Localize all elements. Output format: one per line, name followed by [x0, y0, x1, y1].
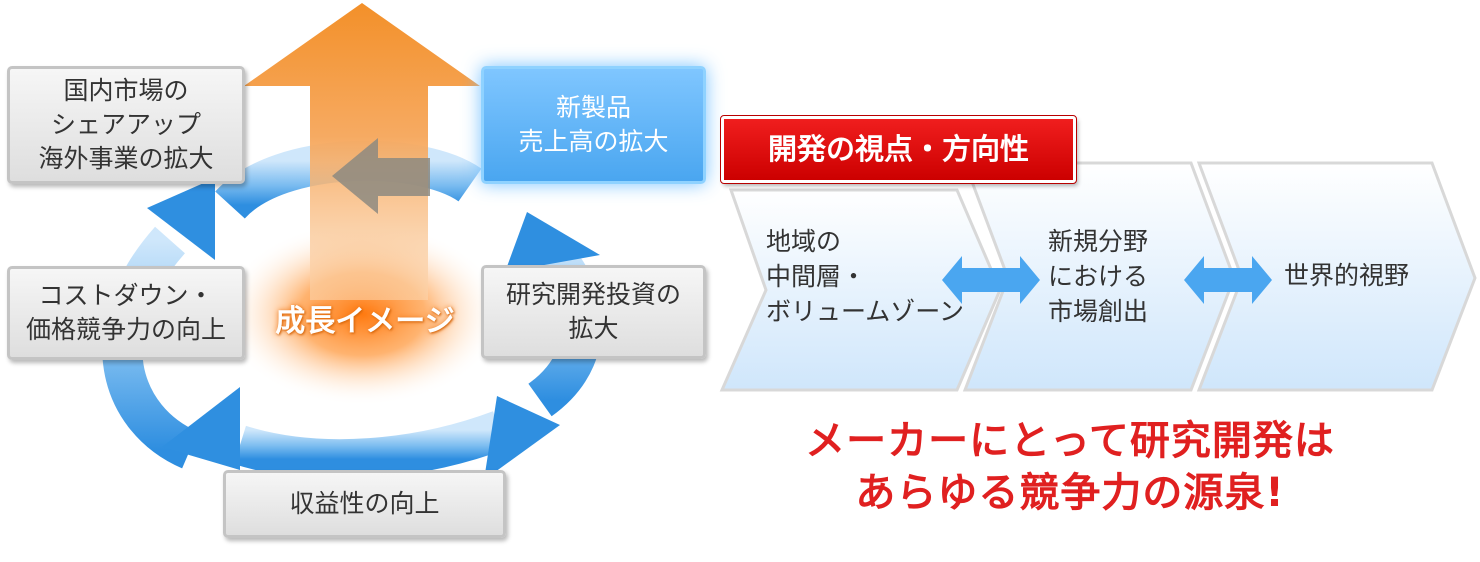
domestic-market-line-3: 海外事業の拡大: [38, 144, 214, 173]
domestic-market-line-1: 国内市場の: [63, 76, 189, 105]
inner-grey-arrow-icon: [332, 138, 430, 214]
cost-down-box: コストダウン・ 価格競争力の向上: [7, 266, 245, 360]
perspective-chevrons: [719, 161, 1477, 392]
step-1-line-2: 中間層・: [766, 262, 867, 291]
research-investment-box: 研究開発投資の 拡大: [481, 265, 706, 359]
cost-down-line-2: 価格競争力の向上: [25, 315, 226, 344]
research-investment-line-1: 研究開発投資の: [505, 280, 681, 309]
chevron-1: [719, 188, 1002, 392]
new-product-line-2: 売上高の拡大: [518, 127, 669, 156]
double-arrow-2-icon: [1184, 256, 1272, 304]
new-product-line-1: 新製品: [555, 93, 631, 122]
step-2-line-2: における: [1048, 262, 1149, 291]
step-3-line-1: 世界的視野: [1284, 261, 1410, 290]
cycle-arrowhead-bottom-left: [162, 387, 240, 470]
cycle-arrowhead-right: [505, 212, 600, 272]
perspective-title: 開発の視点・方向性: [720, 115, 1077, 184]
step-2-line-3: 市場創出: [1048, 297, 1149, 326]
double-arrow-1-icon: [942, 256, 1040, 304]
growth-image-label: 成長イメージ: [275, 304, 455, 339]
cycle-arrowhead-left: [147, 178, 215, 260]
perspective-step-3: 世界的視野: [1284, 258, 1409, 293]
step-2-line-1: 新規分野: [1048, 227, 1149, 256]
step-1-line-3: ボリュームゾーン: [766, 297, 965, 326]
profitability-box: 収益性の向上: [223, 470, 506, 538]
slogan-line-1: メーカーにとって研究開発は: [805, 418, 1335, 464]
perspective-step-2: 新規分野 における 市場創出: [1048, 224, 1148, 329]
perspective-step-1: 地域の 中間層・ ボリュームゾーン: [766, 224, 964, 329]
domestic-market-box: 国内市場の シェアアップ 海外事業の拡大: [7, 66, 245, 184]
growth-glow: [222, 222, 502, 406]
slogan-line-2: あらゆる競争力の源泉!: [855, 470, 1285, 516]
cycle-arrowhead-bottom-right: [484, 396, 560, 480]
research-investment-line-2: 拡大: [568, 314, 619, 343]
cost-down-line-1: コストダウン・: [38, 281, 214, 310]
cycle-ring-bottom: [234, 411, 508, 480]
profitability-line-1: 収益性の向上: [289, 489, 440, 518]
domestic-market-line-2: シェアアップ: [50, 110, 201, 139]
step-1-line-1: 地域の: [766, 227, 842, 256]
new-product-box: 新製品 売上高の拡大: [481, 66, 706, 184]
